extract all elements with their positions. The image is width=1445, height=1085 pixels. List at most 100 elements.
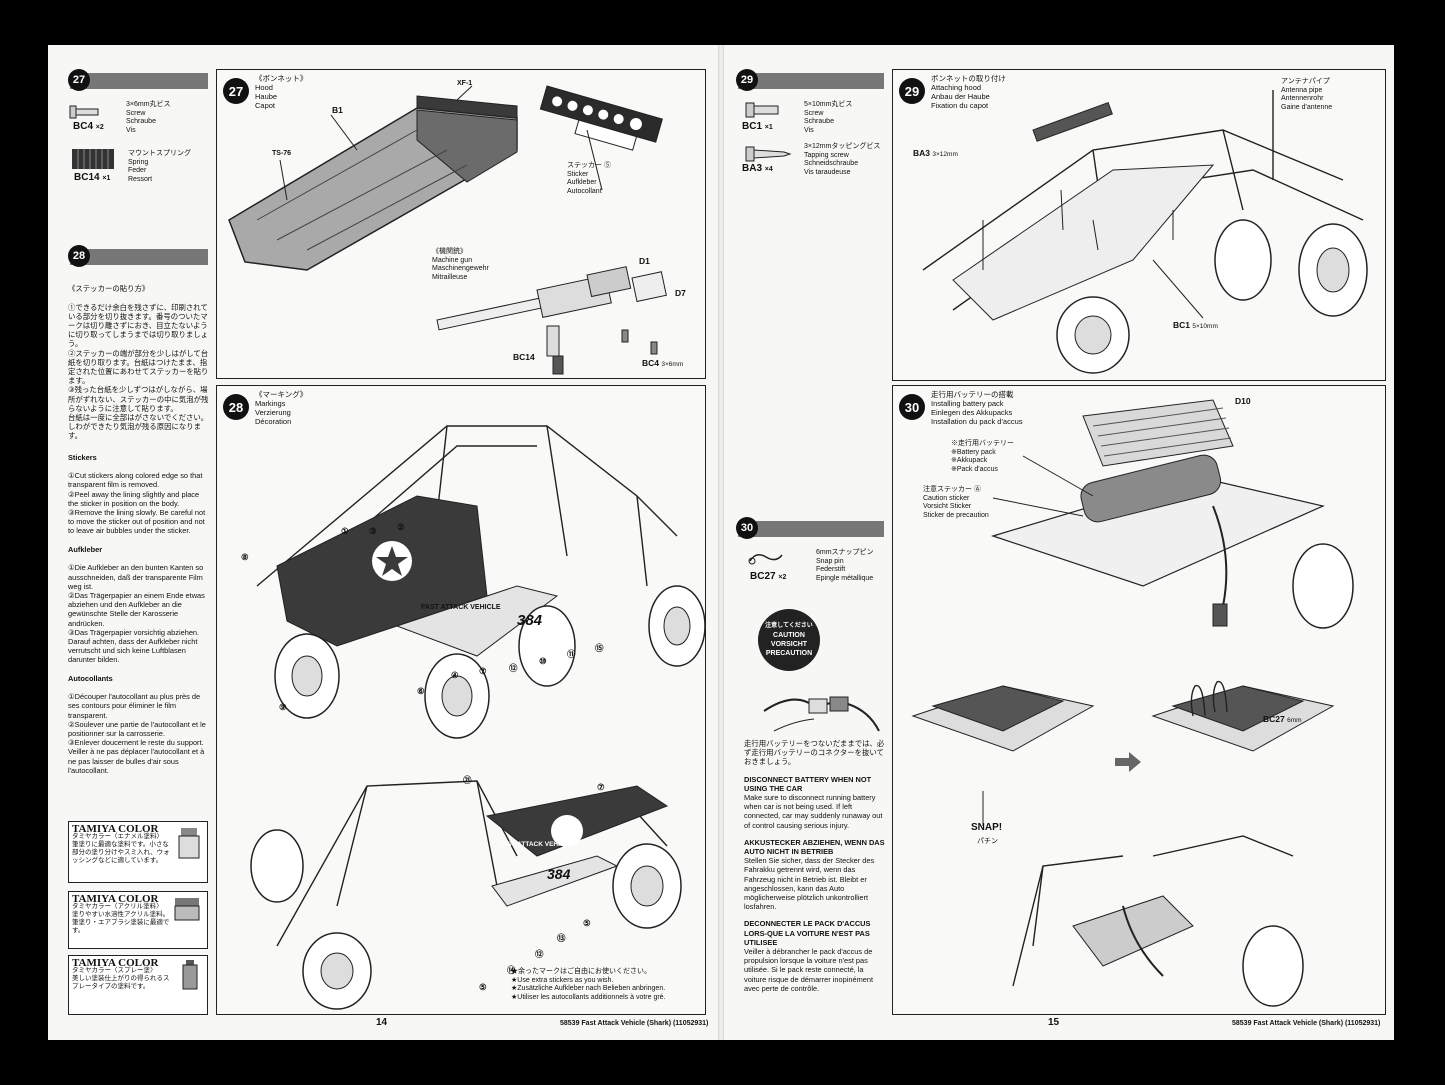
antenna-de: Antennenrohr [1281, 95, 1324, 102]
fav-number-top: 384 [517, 612, 543, 629]
title-fr: Installation du pack d'accus [931, 417, 1023, 426]
marker: ⑩ [539, 656, 547, 666]
snap-label: SNAP! [971, 822, 1003, 833]
step-title: 走行用バッテリーの搭載 Installing battery pack Einl… [931, 390, 1023, 426]
caution-sticker-jp: 注意ステッカー Ⓐ [923, 486, 981, 493]
mg-fr: Mitrailleuse [432, 273, 468, 281]
badge-jp: タミヤカラー〈エナメル塗料〉 [72, 833, 163, 840]
antenna-label: アンテナパイプ Antenna pipe Antennenrohr Gaine … [1281, 78, 1332, 112]
jp-title: 《ステッカーの貼り方》 [68, 284, 150, 294]
brand: TAMIYA COLOR [72, 957, 159, 969]
sticker-de: Aufkleber [567, 179, 597, 186]
antenna-en: Antenna pipe [1281, 86, 1323, 94]
badge-jp: タミヤカラー〈スプレー塗〉 [72, 967, 157, 974]
part-name-de: Schraube [126, 118, 156, 125]
paint-badge-spray: TAMIYA COLOR タミヤカラー〈スプレー塗〉 美しい塗装仕上がりの得られ… [68, 955, 208, 1015]
marker: ⑥ [417, 686, 425, 696]
part-name-en: Screw [804, 109, 824, 117]
de-text: ①Die Aufkleber an den bunten Kanten so a… [68, 563, 205, 665]
step-number: 28 [223, 394, 249, 420]
marker: ② [397, 522, 405, 532]
title-fr: Capot [255, 101, 276, 110]
label-xf1: XF-1 [457, 80, 473, 87]
machine-gun-label: 《機関銃》 Machine gun Maschinengewehr Mitrai… [432, 248, 489, 282]
right-page: 29 BC1 ×1 5×10mm丸ビス Screw Schraube Vis B… [724, 45, 1394, 1040]
part-name-de: Feder [128, 167, 147, 174]
step-number: 28 [68, 245, 90, 267]
mg-en: Machine gun [432, 256, 473, 264]
label-bc4: BC4 3×6mm [642, 358, 683, 368]
jp-text: ①できるだけ余白を残さずに、印刷されている部分を切り抜きます。番号のついたマーク… [68, 302, 209, 441]
part-name-fr: Vis taraudeuse [804, 168, 851, 176]
marker: ⑦ [479, 666, 487, 676]
note-fr: ★Utiliser les autocollants additionnels … [511, 993, 666, 1001]
step-bar-27: 27 [68, 69, 208, 91]
title-en: Hood [255, 83, 273, 92]
spring-icon [72, 149, 114, 169]
part-name-en: Snap pin [816, 557, 844, 565]
marker: ⑫ [509, 663, 518, 673]
label-ts76: TS-76 [272, 150, 292, 157]
screw-icon [69, 105, 99, 119]
step-28-markings-panel: 28 《マーキング》 Markings Verzierung Décoratio… [216, 385, 706, 1015]
part-code-bc1: BC1 [742, 121, 763, 132]
warning-fr-title: DECONNECTER LE PACK D'ACCUS LORS-QUE LA … [744, 919, 871, 947]
buggy-diagrams [250, 425, 706, 1010]
step-number: 27 [68, 69, 90, 91]
label-d1: D1 [639, 256, 650, 266]
part-name-en: Tapping screw [804, 151, 849, 159]
step-30-battery-panel: 30 走行用バッテリーの搭載 Installing battery pack E… [892, 385, 1386, 1015]
sticker-en: Sticker [567, 170, 589, 178]
marker: ⑭ [507, 965, 516, 975]
label-ba3: BA3 3×12mm [913, 148, 958, 158]
step-number: 29 [736, 69, 758, 91]
title-en: Markings [255, 399, 286, 408]
caution-en: CAUTION [773, 632, 805, 639]
step-number: 29 [899, 78, 925, 104]
paint-jar-icon [174, 898, 200, 921]
side-step-27: 27 [68, 69, 208, 95]
part-name-fr: Vis [126, 126, 136, 134]
caution-badge: 注意してください CAUTION VORSICHT PRECAUTION [758, 609, 820, 671]
step-number: 27 [223, 78, 249, 104]
warning-de-text: Stellen Sie sicher, dass der Stecker des… [744, 856, 875, 912]
de-title: Aufkleber [68, 544, 103, 554]
bc1-code: BC1 [1173, 320, 1191, 330]
marker: ⑫ [535, 949, 544, 959]
page-number: 14 [376, 1017, 388, 1028]
note-en: ★Use extra stickers as you wish. [511, 976, 614, 984]
step-title: 《ボンネット》 Hood Haube Capot [255, 74, 307, 110]
sticker-label: ステッカー ⑤ Sticker Aufkleber Autocollant [567, 162, 611, 196]
tapping-screw-icon [745, 146, 792, 162]
step-27-hood-panel: 27 《ボンネット》 Hood Haube Capot [216, 69, 706, 379]
part-desc-bc14: マウントスプリング Spring Feder Ressort [128, 150, 191, 184]
snap-pin-icon [748, 554, 783, 565]
marker: ③ [369, 526, 377, 536]
title-jp: 《ボンネット》 [255, 74, 308, 83]
paint-bottle-icon [178, 828, 200, 859]
title-en: Attaching hood [931, 83, 982, 92]
part-jp: 6mmスナップピン [816, 549, 874, 556]
fr-text: ①Découper l'autocollant au plus près de … [68, 692, 206, 775]
label-bc1: BC1 5×10mm [1173, 320, 1218, 330]
marker: ⑤ [583, 918, 591, 928]
step-title: ボンネットの取り付け Attaching hood Anbau der Haub… [931, 74, 1006, 110]
en-title: Stickers [68, 452, 97, 462]
badge-desc: 美しい塗装仕上がりの得られるスプレータイプの塗料です。 [72, 975, 170, 990]
fav-number-bottom: 384 [547, 866, 571, 882]
title-en: Installing battery pack [931, 399, 1004, 408]
part-code-bc4: BC4 [73, 121, 94, 132]
marker: ⑮ [595, 643, 604, 653]
bc27-code: BC27 [1263, 714, 1285, 724]
part-code-bc27: BC27 [750, 571, 776, 582]
vehicle-text-bottom: FAST ATTACK VEHICLE [499, 841, 573, 848]
en-text: ①Cut stickers along colored edge so that… [68, 471, 206, 536]
part-desc-bc1: 5×10mm丸ビス Screw Schraube Vis [804, 101, 852, 135]
side-step-28: 28 [68, 245, 208, 271]
part-name-de: Schraube [804, 118, 834, 125]
part-name-fr: Epingle métallique [816, 574, 874, 582]
marker: ⑤ [479, 982, 487, 992]
page-footer: 58539 Fast Attack Vehicle (Shark) (11052… [1232, 1020, 1381, 1027]
side-step-29: 29 [736, 69, 884, 95]
title-jp: ボンネットの取り付け [931, 74, 1006, 83]
